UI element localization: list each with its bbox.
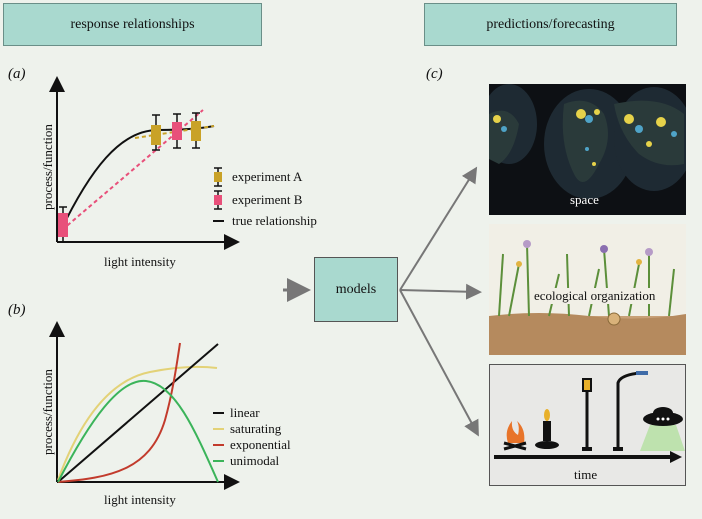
space-label: space	[570, 192, 599, 207]
panel-label-c: (c)	[426, 66, 443, 82]
panel-b-ylabel: process/function	[40, 369, 55, 455]
space-image: space	[489, 84, 686, 215]
legend-experiment-a-symbol	[214, 167, 222, 187]
models-box: models	[314, 257, 398, 322]
arrow-to-space	[399, 166, 478, 291]
experiment-a-box-2	[191, 112, 201, 149]
arrow-to-time	[399, 289, 479, 437]
legend-linear: linear	[230, 405, 260, 420]
ecological-label: ecological organization	[532, 288, 658, 304]
saturating-curve	[57, 365, 218, 481]
unimodal-curve	[57, 379, 219, 483]
exponential-curve	[57, 342, 181, 483]
legend-experiment-a: experiment A	[232, 169, 303, 184]
arrow-to-ecological	[399, 283, 482, 300]
campfire-icon	[503, 421, 527, 451]
panel-a-ylabel: process/function	[40, 124, 55, 210]
lantern-post-icon	[582, 378, 592, 451]
true-relationship-curve	[59, 125, 215, 233]
predictions-forecasting-title: predictions/forecasting	[486, 16, 615, 32]
panel-b-xlabel: light intensity	[104, 492, 176, 507]
experiment-b-box-1	[58, 206, 68, 242]
light-sources-timeline	[490, 365, 685, 485]
legend-experiment-b-symbol	[214, 190, 222, 210]
time-image: time	[489, 364, 686, 486]
panel-label-a: (a)	[8, 66, 26, 82]
world-map-night-lights	[489, 84, 686, 215]
legend-true-relationship: true relationship	[232, 213, 317, 228]
experiment-a-box-1	[151, 114, 161, 151]
candle-icon	[535, 409, 559, 449]
legend-experiment-b: experiment B	[232, 192, 303, 207]
ecological-image: ecological organization	[489, 224, 686, 355]
response-relationships-header: response relationships	[3, 3, 262, 46]
panel-a-axes	[49, 76, 240, 250]
ufo-icon	[640, 407, 685, 451]
street-lamp-icon	[613, 371, 648, 451]
legend-exponential: exponential	[230, 437, 291, 452]
experiment-b-box-2	[172, 113, 182, 149]
time-label: time	[574, 467, 598, 482]
plant-community-illustration	[489, 224, 686, 355]
response-relationships-title: response relationships	[70, 16, 195, 32]
legend-saturating: saturating	[230, 421, 282, 436]
legend-unimodal: unimodal	[230, 453, 280, 468]
predictions-forecasting-header: predictions/forecasting	[424, 3, 677, 46]
linear-line	[57, 343, 219, 483]
models-label: models	[335, 281, 377, 297]
panel-b-axes	[49, 321, 240, 490]
panel-label-b: (b)	[8, 302, 26, 318]
panel-a-xlabel: light intensity	[104, 254, 176, 269]
